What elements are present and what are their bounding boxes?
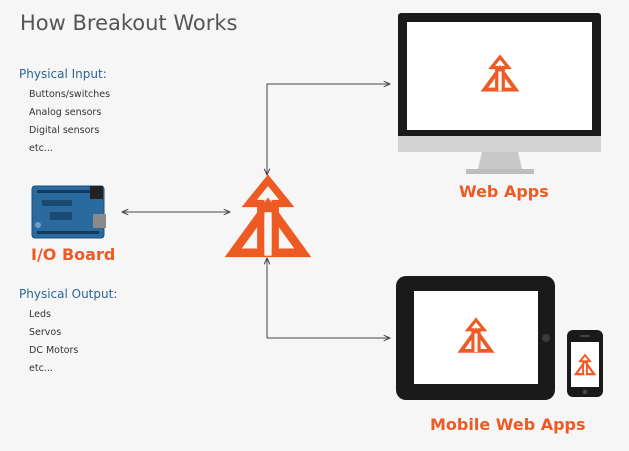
physical-input-heading: Physical Input: [19, 67, 107, 81]
list-item: etc... [29, 143, 53, 154]
list-item: Servos [29, 327, 62, 338]
list-item: Leds [29, 309, 51, 320]
physical-output-list: Leds Servos DC Motors etc... [29, 306, 78, 378]
web-apps-connection-arrow [267, 84, 390, 175]
physical-input-list: Buttons/switches Analog sensors Digital … [29, 86, 110, 158]
arduino-board-icon [31, 185, 106, 239]
mobile-web-apps-label: Mobile Web Apps [430, 415, 586, 434]
list-item: Digital sensors [29, 125, 100, 136]
list-item: etc... [29, 363, 53, 374]
web-apps-label: Web Apps [459, 182, 549, 201]
list-item: DC Motors [29, 345, 79, 356]
io-board-label: I/O Board [31, 245, 116, 264]
list-item: Analog sensors [29, 107, 102, 118]
physical-output-heading: Physical Output: [19, 287, 118, 301]
breakout-logo-icon [233, 180, 303, 255]
mobile-connection-arrow [267, 258, 390, 338]
page-title: How Breakout Works [20, 11, 238, 35]
monitor-icon [398, 13, 601, 174]
list-item: Buttons/switches [29, 89, 111, 100]
